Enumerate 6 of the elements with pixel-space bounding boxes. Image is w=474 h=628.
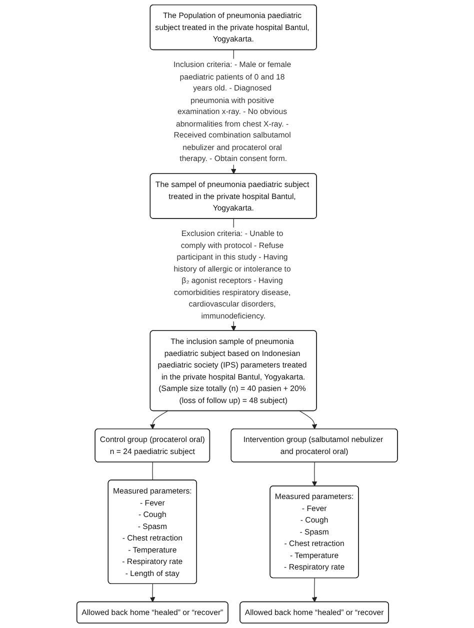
arrow: [312, 462, 318, 486]
arrow: [312, 578, 317, 602]
arrow: [299, 410, 317, 430]
connector: [152, 462, 153, 481]
arrow: [150, 584, 156, 602]
arrow: [150, 410, 168, 430]
